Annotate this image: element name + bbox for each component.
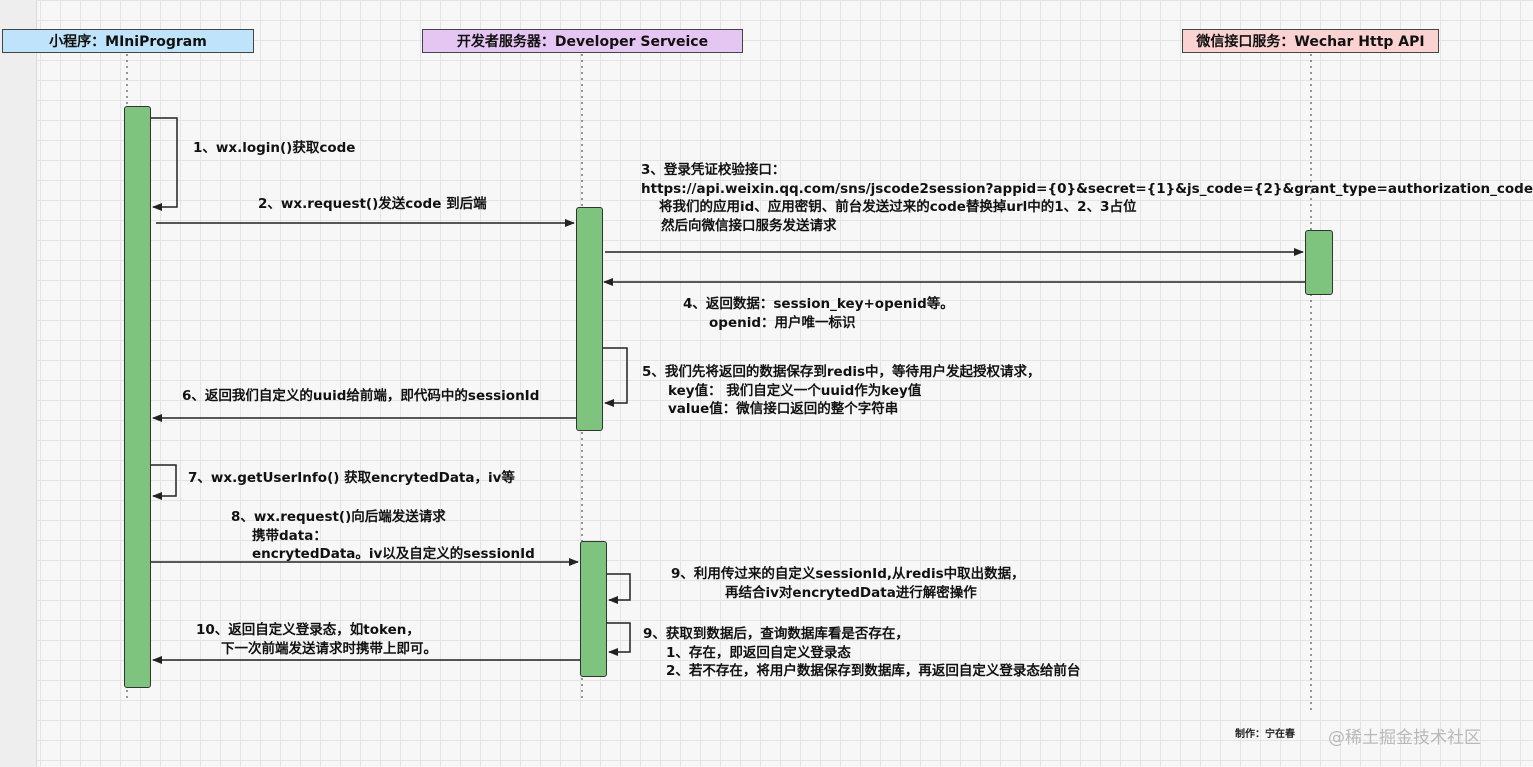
- message-step4-line1: 4、返回数据：session_key+openid等。: [683, 296, 954, 312]
- message-step3-line2: https://api.weixin.qq.com/sns/jscode2ses…: [641, 180, 1533, 197]
- activation-miniprogram: [124, 106, 151, 688]
- message-step3-line4: 然后向微信接口服务发送请求: [661, 217, 837, 234]
- activation-wechat-api: [1305, 230, 1333, 295]
- message-step4: 4、返回数据：session_key+openid等。 openid：用户唯一标…: [683, 295, 954, 332]
- message-step6: 6、返回我们自定义的uuid给前端，即代码中的sessionId: [182, 388, 540, 404]
- message-step5: 5、我们先将返回的数据保存到redis中，等待用户发起授权请求， key值： 我…: [642, 363, 1041, 419]
- activation-developer-2: [580, 541, 607, 677]
- message-step7: 7、wx.getUserInfo() 获取encrytedData，iv等: [188, 470, 515, 486]
- message-step8-line3: encrytedData。iv以及自定义的sessionId: [252, 546, 535, 562]
- actor-wechat-label: 微信接口服务：Wechar Http API: [1196, 34, 1425, 50]
- message-step4-line2: openid：用户唯一标识: [709, 314, 856, 331]
- actor-developer-label: 开发者服务器：Developer Serveice: [456, 34, 709, 50]
- activation-developer-1: [576, 207, 603, 431]
- arrow-step7-self: [151, 464, 177, 500]
- message-step8-line1: 8、wx.request()向后端发送请求: [231, 509, 446, 525]
- message-step9b: 9、获取到数据后，查询数据库看是否存在， 1、存在，即返回自定义登录态 2、若不…: [643, 625, 1080, 681]
- message-step10: 10、返回自定义登录态，如token， 下一次前端发送请求时携带上即可。: [196, 621, 437, 658]
- message-step1: 1、wx.login()获取code: [193, 140, 356, 156]
- message-step2: 2、wx.request()发送code 到后端: [258, 196, 487, 212]
- message-step8: 8、wx.request()向后端发送请求 携带data： encrytedDa…: [231, 508, 535, 564]
- left-sidebar-strip: [0, 0, 37, 767]
- message-step9b-line3: 2、若不存在，将用户数据保存到数据库，再返回自定义登录态给前台: [666, 663, 1081, 679]
- arrow-step9a-self: [607, 573, 631, 604]
- message-step3-line1: 3、登录凭证校验接口：: [641, 162, 786, 178]
- message-step9a: 9、利用传过来的自定义sessionId,从redis中取出数据， 再结合iv对…: [671, 565, 1025, 602]
- message-step9b-line2: 1、存在，即返回自定义登录态: [666, 644, 851, 661]
- arrow-step9b-self: [607, 622, 631, 656]
- arrow-step5-self: [603, 347, 628, 407]
- message-step3-line3: 将我们的应用id、应用密钥、前台发送过来的code替换掉url中的1、2、3占位: [659, 199, 1137, 215]
- message-step5-line3: value值：微信接口返回的整个字符串: [668, 401, 899, 417]
- actor-wechat-api: 微信接口服务：Wechar Http API: [1182, 29, 1439, 53]
- message-step5-line1: 5、我们先将返回的数据保存到redis中，等待用户发起授权请求，: [642, 364, 1041, 380]
- message-step9a-line1: 9、利用传过来的自定义sessionId,从redis中取出数据，: [671, 566, 1025, 582]
- message-step9b-line1: 9、获取到数据后，查询数据库看是否存在，: [643, 626, 909, 642]
- arrow-step1-self: [151, 117, 178, 211]
- message-step3: 3、登录凭证校验接口： https://api.weixin.qq.com/sn…: [641, 161, 1533, 235]
- message-step5-line2: key值： 我们自定义一个uuid作为key值: [668, 382, 922, 399]
- message-step9a-line2: 再结合iv对encrytedData进行解密操作: [725, 584, 977, 601]
- actor-developer-server: 开发者服务器：Developer Serveice: [422, 29, 743, 53]
- message-step10-line1: 10、返回自定义登录态，如token，: [196, 622, 420, 638]
- author-credit: 制作：宁在春: [1235, 729, 1295, 740]
- message-step10-line2: 下一次前端发送请求时携带上即可。: [221, 640, 437, 657]
- message-step8-line2: 携带data：: [252, 527, 327, 544]
- watermark: @稀土掘金技术社区: [1328, 728, 1481, 748]
- actor-miniprogram-label: 小程序：MIniProgram: [49, 34, 207, 50]
- actor-miniprogram: 小程序：MIniProgram: [2, 29, 254, 53]
